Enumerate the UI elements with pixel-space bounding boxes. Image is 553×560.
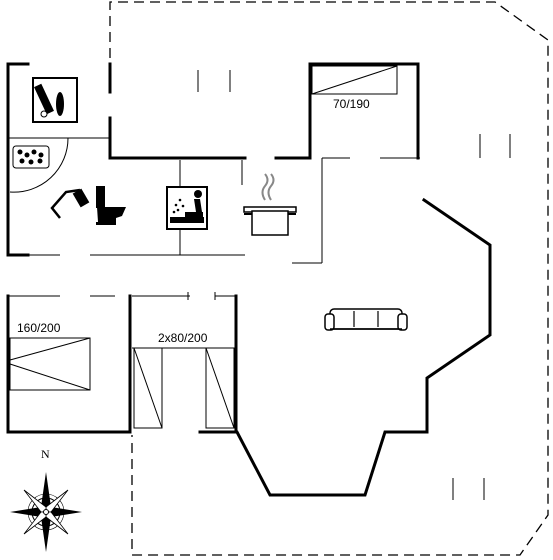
terrace-outline	[109, 1, 549, 556]
door-swings	[9, 137, 69, 193]
toilet-icon	[96, 186, 126, 225]
bed-single-top	[311, 65, 398, 95]
walls	[6, 62, 492, 497]
washer-icon	[32, 77, 78, 123]
bed-double	[9, 337, 91, 391]
compass-rose-icon	[10, 472, 82, 552]
bed-size-label-top: 70/190	[333, 97, 370, 111]
sauna-icon	[166, 186, 208, 230]
shower-icon	[50, 188, 90, 219]
bed-twin	[133, 347, 235, 429]
bed-size-label-double: 160/200	[17, 321, 61, 335]
bed-size-label-twin: 2x80/200	[158, 331, 208, 345]
hot-tub-icon	[12, 145, 50, 169]
sofa-icon	[324, 308, 408, 331]
window-marks	[197, 70, 511, 500]
north-label: N	[41, 447, 50, 461]
cooking-pot-icon	[243, 173, 297, 236]
